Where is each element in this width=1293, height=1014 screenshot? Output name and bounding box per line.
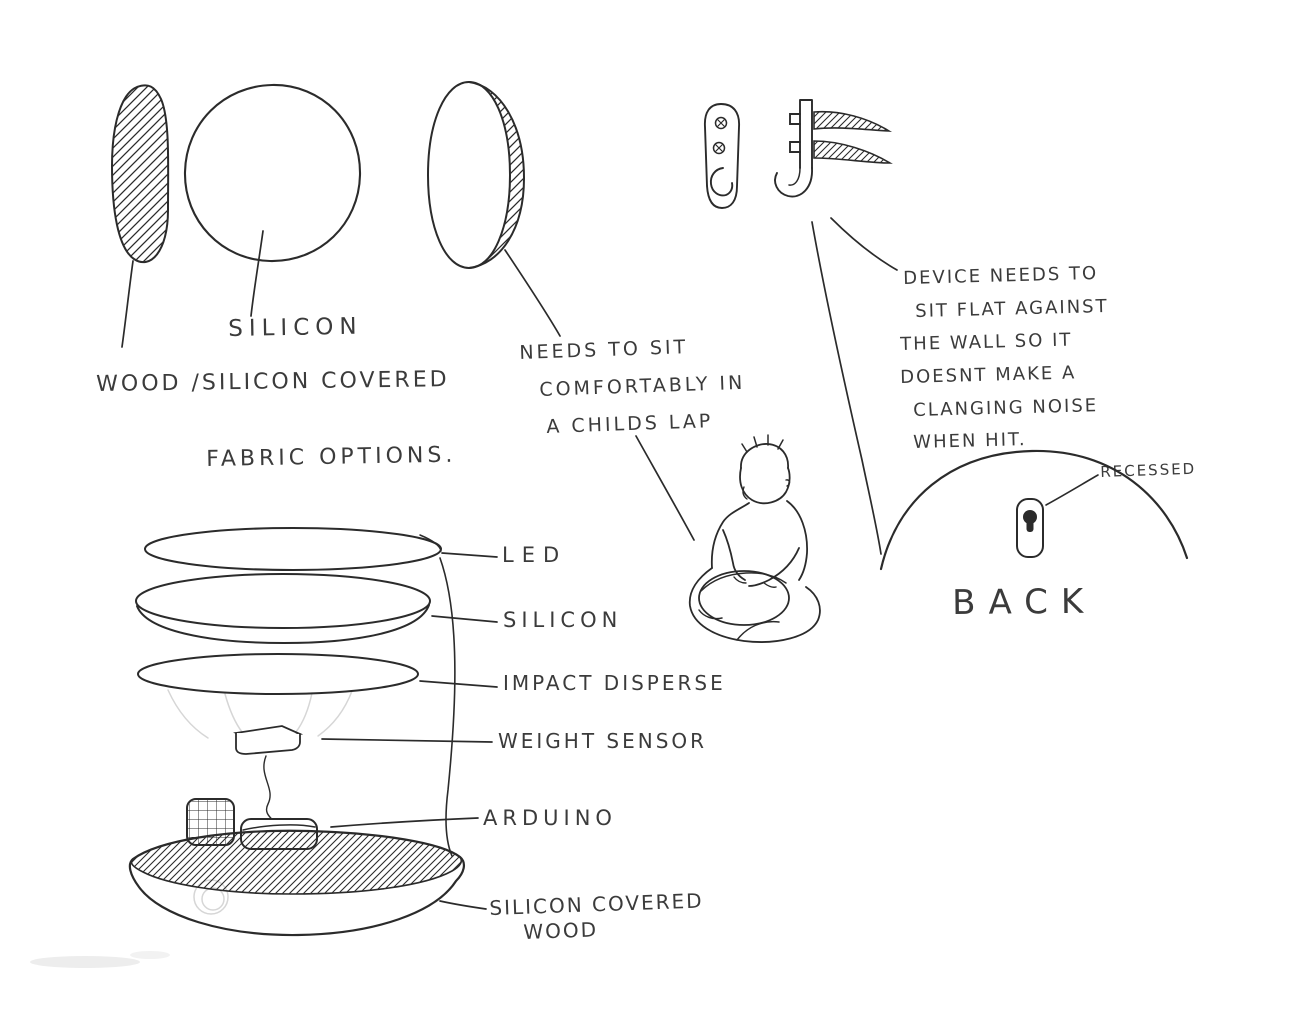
fabric-options-label: FABRIC OPTIONS. [206, 442, 457, 472]
wall-note-leaders [811, 217, 898, 555]
wall-note-line-3: THE WALL SO IT [900, 329, 1073, 355]
led-layer-label: LED [502, 543, 568, 567]
arduino-layer-label: ARDUINO [483, 806, 617, 830]
impact-disperse-layer-label: IMPACT DISPERSE [503, 671, 726, 695]
child-figure-drawing [688, 434, 821, 643]
silicon-disc-drawing [426, 80, 561, 337]
recessed-label: RECESSED [1100, 459, 1197, 481]
pencil-ghost-lines [167, 689, 353, 915]
paper-smudge [30, 951, 170, 968]
back-view-title: BACK [952, 581, 1097, 623]
keyhole-wall-mount-drawing [703, 103, 740, 209]
weight-sensor-layer-label: WEIGHT SENSOR [498, 729, 708, 753]
wall-note-line-6: WHEN HIT. [913, 429, 1027, 453]
lap-note-leader [635, 435, 695, 541]
back-view-drawing [879, 449, 1189, 571]
silicon-circle-drawing [183, 83, 362, 317]
wood-silicon-covered-label: WOOD /SILICON COVERED [96, 367, 450, 397]
exploded-view-drawing [128, 527, 498, 937]
wood-slab-drawing [110, 84, 170, 348]
silicon-material-label: SILICON [228, 313, 363, 342]
silicon-layer-label: SILICON [503, 608, 623, 632]
base-layer-label-line-2: WOOD [523, 917, 599, 944]
picture-hook-drawing [774, 99, 893, 198]
